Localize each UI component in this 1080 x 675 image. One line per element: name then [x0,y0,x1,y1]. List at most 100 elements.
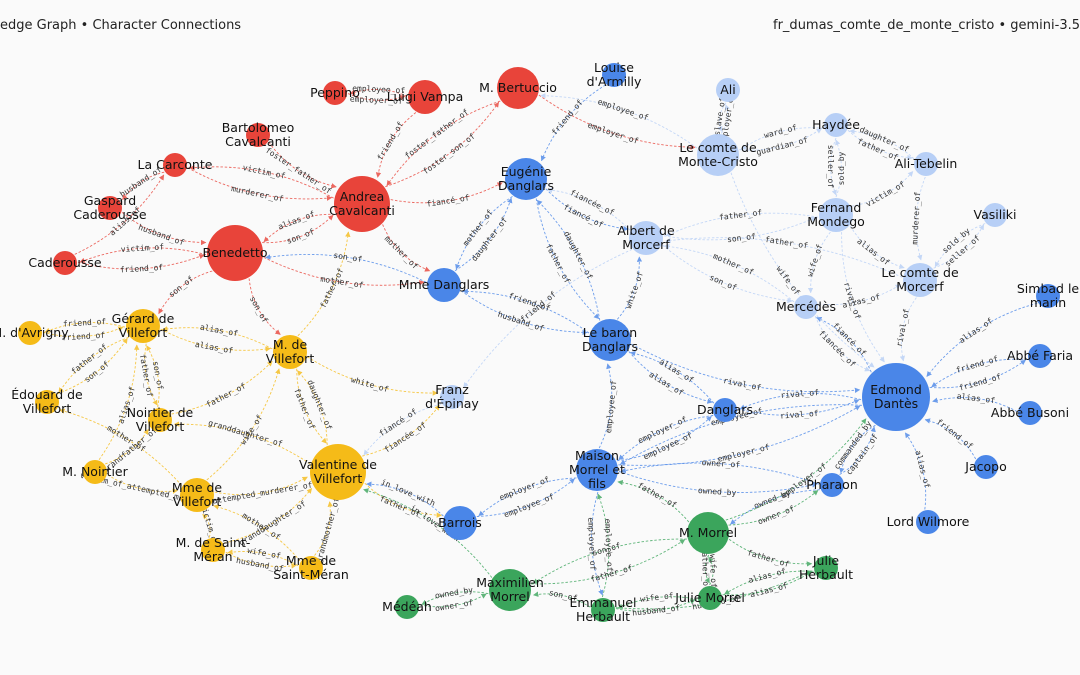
node-circle[interactable] [1028,344,1052,368]
node-mnoirtier[interactable]: M. Noirtier [62,460,129,484]
node-circle[interactable] [148,408,172,432]
node-circle[interactable] [974,455,998,479]
node-circle[interactable] [591,598,615,622]
node-circle[interactable] [83,460,107,484]
node-wilmore[interactable]: Lord Wilmore [887,510,970,534]
node-circle[interactable] [819,198,853,232]
node-circle[interactable] [862,363,930,431]
node-circle[interactable] [576,449,618,491]
node-peppino[interactable]: Peppino [310,81,360,105]
node-juliemorrel[interactable]: Julie Morrel [674,586,745,610]
node-circle[interactable] [53,251,77,275]
node-busoni[interactable]: Abbé Busoni [991,401,1069,425]
node-circle[interactable] [983,203,1007,227]
node-circle[interactable] [629,221,663,255]
node-caderousse[interactable]: Caderousse [28,251,102,275]
node-mercedes[interactable]: Mercédès [776,295,836,319]
node-circle[interactable] [716,78,740,102]
node-circle[interactable] [440,385,464,409]
node-circle[interactable] [427,268,461,302]
node-mmedanglars[interactable]: Mme Danglars [399,268,490,302]
node-circle[interactable] [505,158,547,200]
node-bertuccio[interactable]: M. Bertuccio [479,67,557,109]
node-davrigny[interactable]: M. d'Avrigny [0,321,69,345]
node-circle[interactable] [163,153,187,177]
node-pharaon[interactable]: Pharaon [806,473,858,497]
node-circle[interactable] [395,595,419,619]
node-circle[interactable] [273,335,307,369]
node-circle[interactable] [824,113,848,137]
node-circle[interactable] [98,196,122,220]
node-circle[interactable] [713,398,737,422]
node-ali[interactable]: Ali [716,78,740,102]
node-haydee[interactable]: Haydée [812,113,860,137]
node-circle[interactable] [794,295,818,319]
node-jacopo[interactable]: Jacopo [964,455,1007,479]
node-circle[interactable] [201,538,225,562]
node-circle[interactable] [207,225,263,281]
node-vasiliki[interactable]: Vasiliki [974,203,1017,227]
node-circle[interactable] [1036,284,1060,308]
node-faria[interactable]: Abbé Faria [1007,344,1073,368]
node-circle[interactable] [687,512,729,554]
node-circle[interactable] [903,263,937,297]
node-msaintmeran[interactable]: M. de Saint-Méran [176,535,251,564]
node-circle[interactable] [126,309,160,343]
node-mmorrel[interactable]: M. Morrel [679,512,737,554]
node-circle[interactable] [914,152,938,176]
node-benedetto[interactable]: Benedetto [203,225,268,281]
node-circle[interactable] [489,569,531,611]
node-circle[interactable] [820,473,844,497]
node-circle[interactable] [18,321,42,345]
node-circle[interactable] [334,176,390,232]
node-circle[interactable] [299,556,323,580]
node-circle[interactable] [497,67,539,109]
node-vampa[interactable]: Luigi Vampa [387,80,464,114]
node-circle[interactable] [1018,401,1042,425]
node-circle[interactable] [443,506,477,540]
node-carconte[interactable]: La Carconte [138,153,213,177]
node-circle[interactable] [916,510,940,534]
node-circle[interactable] [323,81,347,105]
node-medeah[interactable]: Médéah [382,595,432,619]
node-circle[interactable] [697,134,739,176]
node-circle[interactable] [698,586,722,610]
node-barrois[interactable]: Barrois [438,506,482,540]
node-circle[interactable] [814,556,838,580]
node-circle[interactable] [589,319,631,361]
node-alitebelin[interactable]: Ali-Tebelin [895,152,958,176]
node-circle[interactable] [310,444,366,500]
node-circle[interactable] [408,80,442,114]
node-circle[interactable] [246,123,270,147]
node-circle[interactable] [180,478,214,512]
node-circle[interactable] [35,390,59,414]
node-circle[interactable] [602,63,626,87]
node-danglars[interactable]: Danglars [697,398,753,422]
